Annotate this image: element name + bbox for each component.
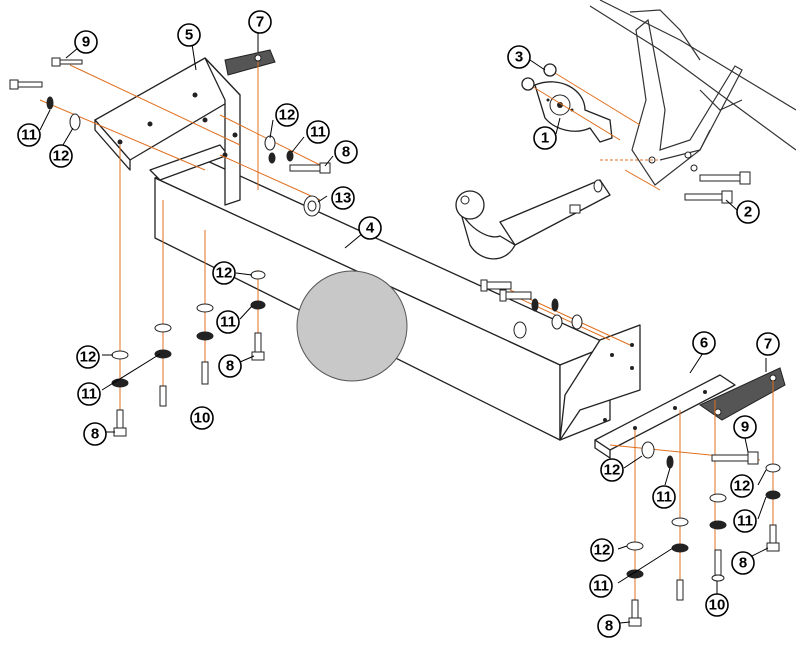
center-fasteners bbox=[480, 279, 583, 339]
callout-9-right: 9 bbox=[733, 415, 757, 439]
callout-12-b: 12 bbox=[275, 103, 299, 127]
svg-text:8: 8 bbox=[226, 358, 234, 375]
callout-4: 4 bbox=[358, 216, 382, 240]
nut-13 bbox=[303, 195, 321, 217]
left-top-fasteners bbox=[9, 57, 331, 217]
callout-11-a: 11 bbox=[17, 123, 41, 147]
left-spacer-plate bbox=[224, 49, 276, 76]
callout-11-c: 11 bbox=[216, 310, 240, 334]
left-bracket bbox=[94, 57, 241, 206]
bolt-2-b bbox=[684, 190, 733, 204]
svg-text:9: 9 bbox=[82, 34, 90, 51]
svg-text:11: 11 bbox=[81, 386, 97, 403]
svg-text:8: 8 bbox=[342, 144, 350, 161]
svg-text:11: 11 bbox=[310, 124, 326, 141]
svg-text:3: 3 bbox=[515, 49, 523, 66]
callout-7-right: 7 bbox=[756, 332, 780, 356]
bolt-10-left-b bbox=[201, 361, 209, 385]
callout-10-left: 10 bbox=[190, 406, 214, 430]
left-bottom-fasteners bbox=[111, 270, 266, 437]
callout-12-e: 12 bbox=[600, 458, 624, 482]
bolt-8-right-a bbox=[766, 524, 780, 552]
vehicle-chassis-rail bbox=[589, 0, 796, 186]
callout-12-d: 12 bbox=[76, 345, 100, 369]
svg-text:11: 11 bbox=[21, 127, 37, 144]
svg-text:9: 9 bbox=[741, 419, 749, 436]
callout-11-b: 11 bbox=[306, 120, 330, 144]
svg-text:5: 5 bbox=[185, 27, 193, 44]
bolt-m10-left-1 bbox=[51, 57, 83, 67]
svg-text:12: 12 bbox=[80, 349, 97, 366]
svg-text:8: 8 bbox=[605, 618, 613, 635]
svg-text:12: 12 bbox=[734, 478, 751, 495]
callout-12-g: 12 bbox=[590, 538, 614, 562]
callout-1: 1 bbox=[533, 126, 557, 150]
callout-13: 13 bbox=[331, 186, 355, 210]
svg-text:7: 7 bbox=[764, 336, 772, 353]
svg-text:11: 11 bbox=[220, 314, 236, 331]
callout-3: 3 bbox=[507, 45, 531, 69]
bolt-m10-left-2 bbox=[9, 79, 43, 90]
callout-12-a: 12 bbox=[49, 144, 73, 168]
callout-9-left: 9 bbox=[74, 30, 98, 54]
callout-11-f: 11 bbox=[733, 509, 757, 533]
bolt-8-a bbox=[251, 332, 265, 361]
socket-fasteners bbox=[521, 63, 751, 204]
svg-text:10: 10 bbox=[194, 410, 211, 427]
callout-8-b: 8 bbox=[218, 354, 242, 378]
callout-8-a: 8 bbox=[334, 140, 358, 164]
bolt-8-b bbox=[113, 409, 127, 437]
bolt-10-left-a bbox=[159, 385, 167, 407]
callout-7-left: 7 bbox=[248, 10, 272, 34]
callout-12-f: 12 bbox=[730, 474, 754, 498]
callout-8-d: 8 bbox=[731, 551, 755, 575]
svg-text:1: 1 bbox=[541, 130, 549, 147]
callout-6: 6 bbox=[692, 331, 716, 355]
callout-2: 2 bbox=[736, 200, 760, 224]
svg-text:12: 12 bbox=[594, 542, 611, 559]
svg-text:10: 10 bbox=[709, 597, 726, 614]
callout-10-right: 10 bbox=[705, 593, 729, 617]
callout-11-e: 11 bbox=[652, 485, 676, 509]
svg-text:4: 4 bbox=[366, 220, 375, 237]
callout-8-e: 8 bbox=[597, 614, 621, 638]
label-mask-circle bbox=[296, 270, 408, 382]
bolt-2-a bbox=[699, 171, 751, 185]
tow-ball-neck bbox=[455, 179, 611, 260]
svg-text:7: 7 bbox=[256, 14, 264, 31]
svg-text:12: 12 bbox=[216, 265, 233, 282]
svg-text:8: 8 bbox=[91, 426, 99, 443]
svg-text:12: 12 bbox=[279, 107, 296, 124]
callout-5: 5 bbox=[177, 23, 201, 47]
right-bottom-fasteners bbox=[626, 441, 781, 627]
bolt-10-right bbox=[711, 549, 725, 582]
callout-11-d: 11 bbox=[77, 382, 101, 406]
svg-text:8: 8 bbox=[739, 555, 747, 572]
svg-text:11: 11 bbox=[593, 578, 609, 595]
svg-text:13: 13 bbox=[335, 190, 352, 207]
bolt-8-right-b bbox=[628, 599, 642, 627]
svg-text:11: 11 bbox=[656, 489, 672, 506]
svg-text:12: 12 bbox=[604, 462, 621, 479]
callout-11-g: 11 bbox=[589, 574, 613, 598]
svg-text:12: 12 bbox=[53, 148, 70, 165]
right-bracket bbox=[594, 374, 736, 459]
svg-text:2: 2 bbox=[744, 204, 752, 221]
bolt-9-right bbox=[711, 451, 759, 465]
callout-8-c: 8 bbox=[83, 422, 107, 446]
svg-text:6: 6 bbox=[700, 335, 708, 352]
bolt-m8-left bbox=[289, 162, 331, 174]
svg-text:11: 11 bbox=[737, 513, 753, 530]
callout-leaders bbox=[39, 32, 769, 624]
callout-12-c: 12 bbox=[212, 261, 236, 285]
